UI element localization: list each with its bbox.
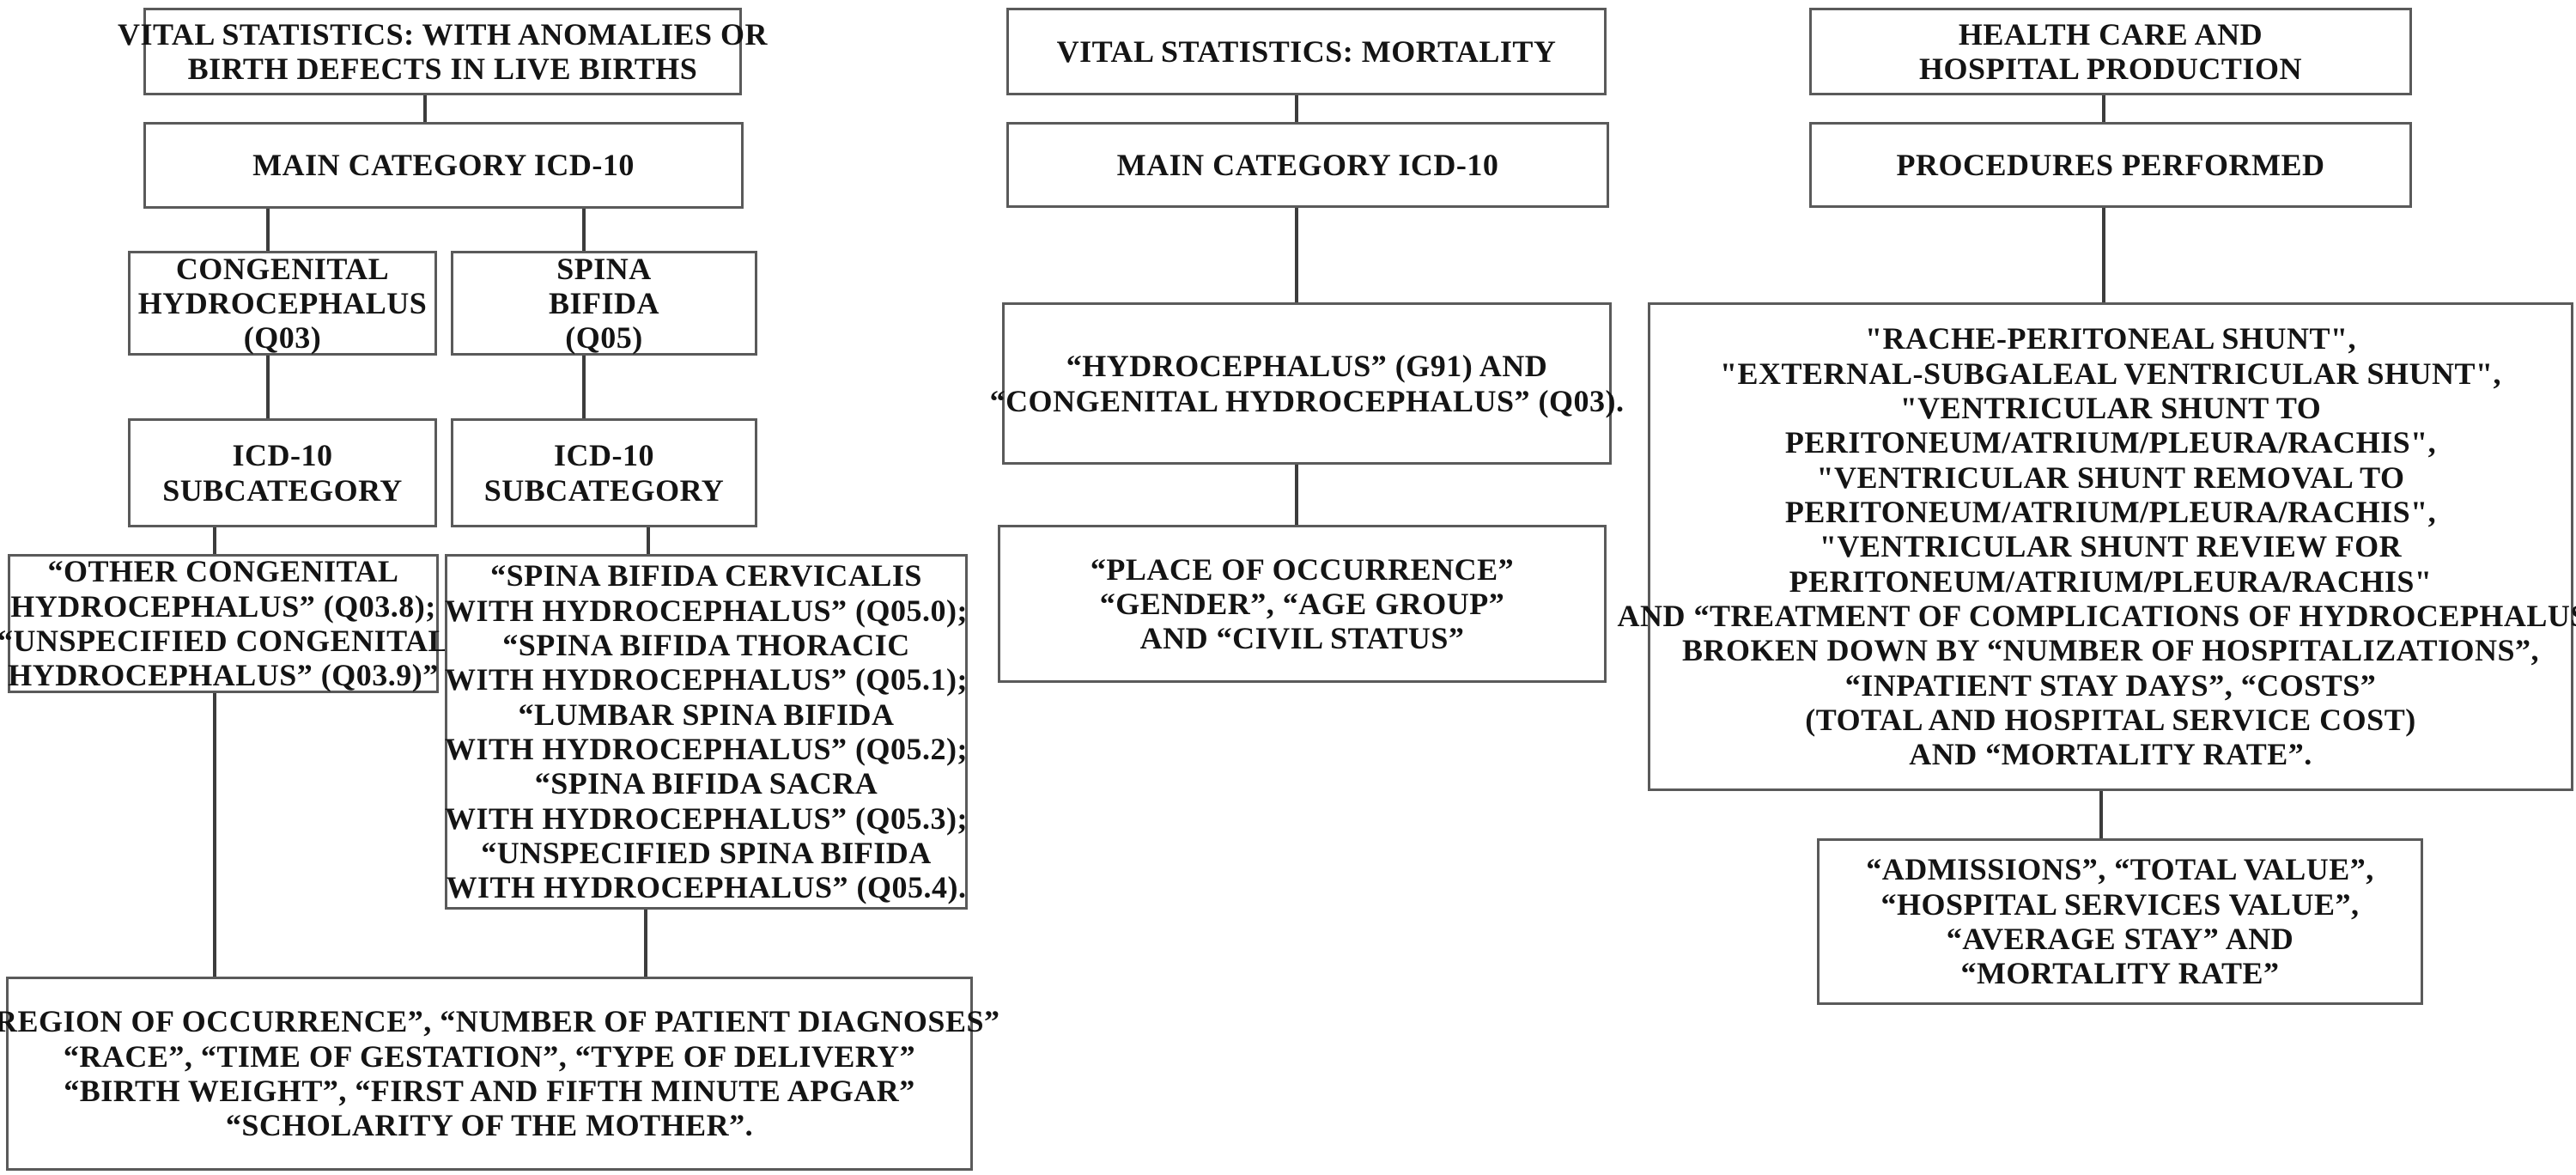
- node-text-line: BIRTH DEFECTS IN LIVE BIRTHS: [187, 52, 698, 86]
- node-text-line: "VENTRICULAR SHUNT REMOVAL TO: [1816, 460, 2405, 495]
- node-mortality-codes: “HYDROCEPHALUS” (G91) AND“CONGENITAL HYD…: [990, 302, 1624, 465]
- node-text-line: “BIRTH WEIGHT”, “FIRST AND FIFTH MINUTE …: [64, 1074, 915, 1108]
- node-text-line: (Q03): [243, 320, 322, 356]
- node-text-line: “HYDROCEPHALUS” (G91) AND: [1066, 349, 1548, 384]
- node-text-line: HEALTH CARE AND: [1958, 16, 2263, 52]
- connector-q05-subcategories--live-birth-variables: [644, 910, 647, 977]
- node-text-line: (TOTAL AND HOSPITAL SERVICE COST): [1805, 702, 2416, 737]
- connector-congenital-hydrocephalus-q03--icd10-subcategory-left: [266, 356, 270, 418]
- node-procedures-detail: "RACHE-PERITONEAL SHUNT","EXTERNAL-SUBGA…: [1618, 302, 2576, 791]
- node-text-line: AND “MORTALITY RATE”.: [1909, 737, 2312, 772]
- node-text-line: "VENTRICULAR SHUNT TO: [1899, 391, 2322, 426]
- node-hospital-variables: “ADMISSIONS”, “TOTAL VALUE”,“HOSPITAL SE…: [1817, 838, 2423, 1005]
- node-text-line: “PLACE OF OCCURRENCE”: [1090, 551, 1515, 587]
- node-text-line: WITH HYDROCEPHALUS” (Q05.3);: [444, 801, 969, 836]
- node-text-line: “REGION OF OCCURRENCE”, “NUMBER OF PATIE…: [0, 1004, 1000, 1039]
- node-live-birth-variables: “REGION OF OCCURRENCE”, “NUMBER OF PATIE…: [0, 977, 999, 1171]
- node-text-line: AND “CIVIL STATUS”: [1139, 621, 1465, 656]
- node-text-line: "VENTRICULAR SHUNT REVIEW FOR: [1819, 529, 2403, 564]
- connector-icd10-subcategory-right--q05-subcategories: [647, 527, 650, 554]
- node-text-line: “SPINA BIFIDA CERVICALIS: [490, 558, 922, 594]
- node-text-line: “SPINA BIFIDA THORACIC: [502, 628, 910, 663]
- connector-main-category-icd10-left--spina-bifida-q05: [582, 209, 586, 251]
- node-text-line: HOSPITAL PRODUCTION: [1919, 52, 2302, 86]
- node-text-line: "EXTERNAL-SUBGALEAL VENTRICULAR SHUNT",: [1720, 356, 2501, 391]
- node-text-line: HYDROCEPHALUS” (Q03.9)”: [8, 658, 439, 693]
- node-text-line: “UNSPECIFIED SPINA BIFIDA: [481, 835, 932, 870]
- connector-vital-statistics-mortality--main-category-icd10-mid: [1295, 95, 1298, 122]
- node-text-line: PERITONEUM/ATRIUM/PLEURA/RACHIS": [1789, 563, 2433, 599]
- node-text-line: “HOSPITAL SERVICES VALUE”,: [1880, 886, 2360, 922]
- connector-vital-statistics-anomalies--main-category-icd10-left: [423, 95, 427, 122]
- node-text-line: ICD-10: [554, 438, 654, 473]
- node-text-line: SPINA: [556, 251, 652, 286]
- node-text-line: “SPINA BIFIDA SACRA: [534, 766, 878, 801]
- connector-q03-subcategories--live-birth-variables: [213, 693, 216, 977]
- node-text-line: “AVERAGE STAY” AND: [1946, 922, 2294, 956]
- node-text-line: WITH HYDROCEPHALUS” (Q05.1);: [444, 662, 969, 697]
- connector-main-category-icd10-mid--mortality-codes: [1295, 208, 1298, 302]
- node-text-line: (Q05): [565, 320, 643, 356]
- connector-mortality-codes--mortality-variables: [1295, 465, 1298, 525]
- node-text-line: “MORTALITY RATE”: [1960, 956, 2280, 991]
- node-text-line: VITAL STATISTICS: WITH ANOMALIES OR: [117, 16, 769, 52]
- node-text-line: “INPATIENT STAY DAYS”, “COSTS”: [1844, 667, 2377, 703]
- node-text-line: HYDROCEPHALUS” (Q03.8);: [10, 588, 436, 624]
- node-main-category-icd10-mid: MAIN CATEGORY ICD-10: [1006, 122, 1609, 208]
- node-text-line: PERITONEUM/ATRIUM/PLEURA/RACHIS",: [1784, 425, 2437, 460]
- connector-procedures-detail--hospital-variables: [2099, 791, 2103, 838]
- node-text-line: HYDROCEPHALUS: [137, 285, 428, 320]
- node-text-line: “UNSPECIFIED CONGENITAL: [0, 624, 449, 658]
- node-text-line: “GENDER”, “AGE GROUP”: [1099, 586, 1505, 621]
- connector-main-category-icd10-left--congenital-hydrocephalus-q03: [266, 209, 270, 251]
- node-procedures-performed: PROCEDURES PERFORMED: [1809, 122, 2412, 208]
- node-text-line: SUBCATEGORY: [162, 472, 403, 508]
- node-text-line: CONGENITAL: [175, 251, 390, 286]
- node-vital-statistics-mortality: VITAL STATISTICS: MORTALITY: [1006, 8, 1607, 95]
- node-text-line: MAIN CATEGORY ICD-10: [252, 148, 635, 183]
- node-text-line: PROCEDURES PERFORMED: [1896, 147, 2325, 182]
- node-text-line: WITH HYDROCEPHALUS” (Q05.2);: [444, 732, 969, 766]
- node-text-line: VITAL STATISTICS: MORTALITY: [1056, 33, 1557, 69]
- node-text-line: "RACHE-PERITONEAL SHUNT",: [1865, 321, 2356, 356]
- node-text-line: MAIN CATEGORY ICD-10: [1116, 147, 1499, 182]
- node-text-line: “ADMISSIONS”, “TOTAL VALUE”,: [1866, 852, 2374, 887]
- node-text-line: BIFIDA: [548, 285, 660, 320]
- node-text-line: WITH HYDROCEPHALUS” (Q05.4).: [446, 870, 967, 905]
- node-text-line: “SCHOLARITY OF THE MOTHER”.: [225, 1108, 754, 1143]
- node-text-line: PERITONEUM/ATRIUM/PLEURA/RACHIS",: [1784, 495, 2437, 530]
- node-text-line: “LUMBAR SPINA BIFIDA: [518, 697, 895, 732]
- node-text-line: “RACE”, “TIME OF GESTATION”, “TYPE OF DE…: [63, 1038, 916, 1074]
- connector-spina-bifida-q05--icd10-subcategory-right: [582, 356, 586, 418]
- node-text-line: “OTHER CONGENITAL: [47, 554, 399, 589]
- node-text-line: WITH HYDROCEPHALUS” (Q05.0);: [444, 593, 969, 628]
- node-main-category-icd10-left: MAIN CATEGORY ICD-10: [143, 122, 744, 209]
- node-text-line: AND “TREATMENT OF COMPLICATIONS OF HYDRO…: [1617, 598, 2576, 633]
- node-text-line: ICD-10: [232, 438, 333, 473]
- node-mortality-variables: “PLACE OF OCCURRENCE”“GENDER”, “AGE GROU…: [998, 525, 1607, 683]
- connector-procedures-performed--procedures-detail: [2102, 208, 2105, 302]
- connector-health-care-hospital-production--procedures-performed: [2102, 95, 2105, 122]
- node-text-line: “CONGENITAL HYDROCEPHALUS” (Q03).: [989, 383, 1625, 418]
- node-text-line: BROKEN DOWN BY “NUMBER OF HOSPITALIZATIO…: [1681, 633, 2540, 668]
- node-text-line: SUBCATEGORY: [483, 472, 725, 508]
- connector-icd10-subcategory-left--q03-subcategories: [213, 527, 216, 554]
